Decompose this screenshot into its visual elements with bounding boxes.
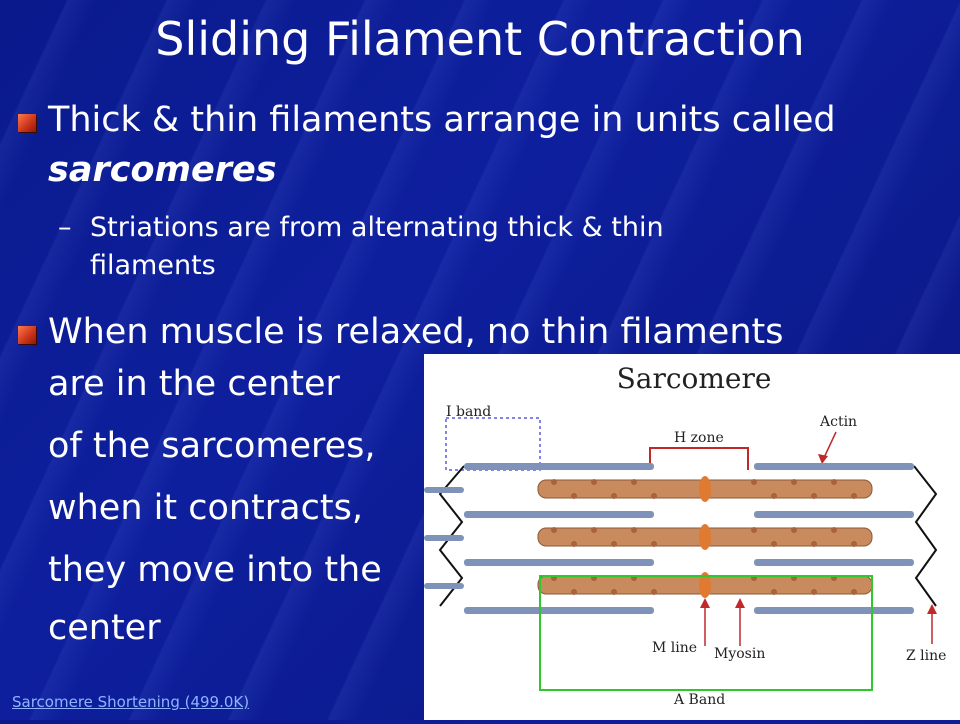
bullet-marker (18, 114, 36, 132)
bullet1-line1: Thick & thin filaments arrange in units … (48, 100, 836, 140)
a-band-box (539, 575, 873, 691)
sub-bullet-line1: Striations are from alternating thick & … (90, 212, 664, 243)
bullet2-line5: they move into the (48, 550, 382, 590)
i-band-box (445, 417, 541, 471)
slide-title: Sliding Filament Contraction (155, 12, 805, 66)
bullet2-line2: are in the center (48, 364, 340, 404)
sarcomere-diagram: Sarcomere I band H zone Actin (424, 354, 960, 720)
bullet2-line3: of the sarcomeres, (48, 426, 376, 466)
bullet2-line6: center (48, 608, 161, 648)
i-band-label: I band (446, 404, 491, 420)
m-line-label: M line (652, 640, 697, 656)
z-line-label: Z line (906, 648, 946, 664)
actin-filaments (424, 463, 914, 614)
bullet2-line1: When muscle is relaxed, no thin filament… (48, 312, 784, 352)
z-line-arrowhead (927, 604, 937, 614)
myosin-filaments (537, 476, 873, 598)
h-zone-bracket (649, 447, 749, 470)
h-zone-label: H zone (674, 430, 724, 446)
sub-bullet-line2: filaments (90, 250, 216, 281)
actin-arrowhead (818, 454, 828, 464)
bullet2-line4: when it contracts, (48, 488, 363, 528)
myosin-arrowhead (735, 598, 745, 608)
z-line-right (913, 465, 938, 607)
bullet-marker (18, 326, 36, 344)
m-line-arrowhead (700, 598, 710, 608)
sarcomere-shortening-link[interactable]: Sarcomere Shortening (499.0K) (12, 693, 250, 711)
figure-title: Sarcomere (617, 362, 772, 395)
myosin-label: Myosin (714, 646, 765, 662)
sarcomere-svg: Sarcomere I band H zone Actin (424, 362, 946, 708)
actin-label: Actin (819, 414, 857, 430)
sub-bullet-dash: – (58, 212, 72, 243)
a-band-label: A Band (673, 692, 725, 708)
bullet1-term: sarcomeres (48, 150, 277, 190)
